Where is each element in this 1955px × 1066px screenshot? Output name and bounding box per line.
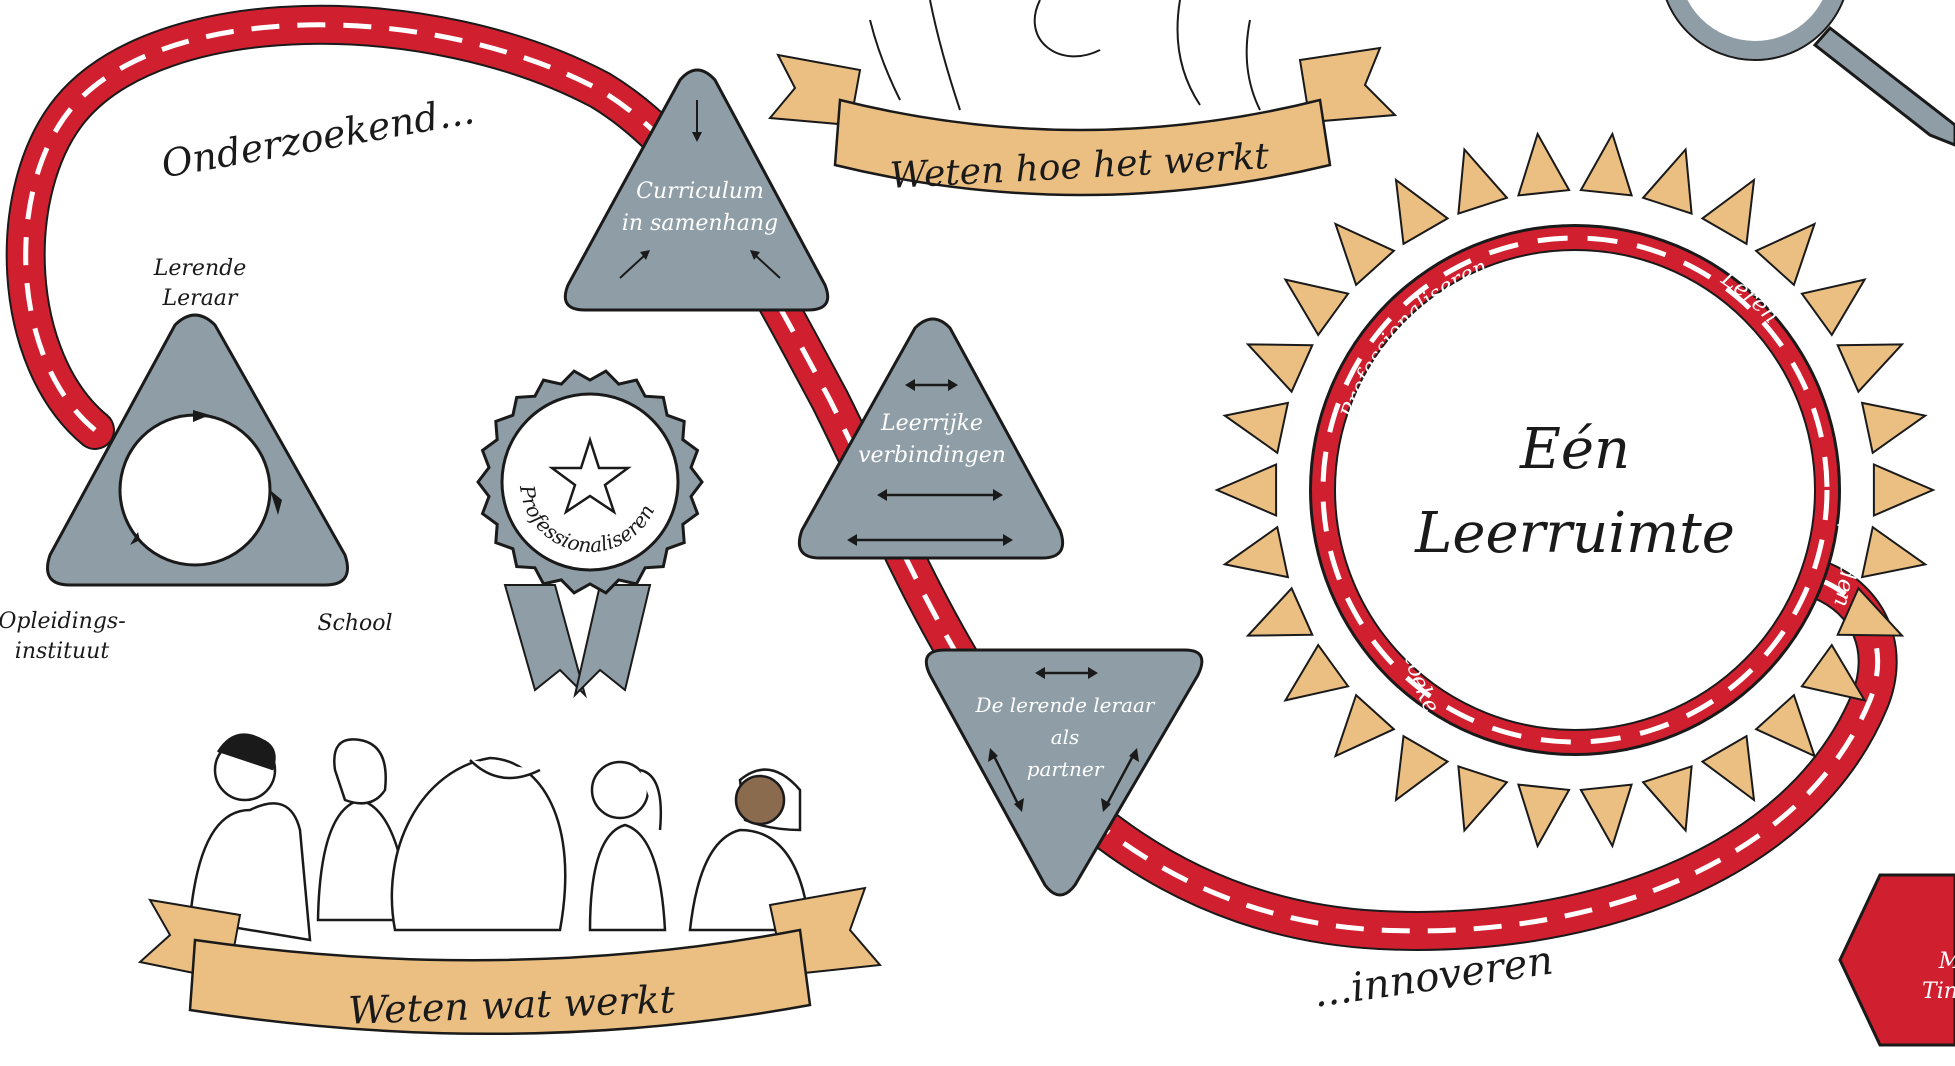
learning-space-title-line2: Leerruimte <box>1414 501 1735 566</box>
people-group <box>188 733 812 942</box>
sun-ray <box>1283 278 1350 337</box>
sun-ray <box>1457 764 1509 833</box>
sun-ray <box>1394 177 1450 246</box>
curriculum-label-line1: Curriculum <box>636 179 764 204</box>
corner-badge <box>1838 873 1955 1047</box>
connections-label-line2: verbindingen <box>858 443 1006 468</box>
sun-ray <box>1457 147 1509 216</box>
cycle-label-right: School <box>317 611 392 636</box>
sun-ray <box>1860 401 1928 455</box>
sun-ray <box>1800 278 1867 337</box>
partner-label-line1: De lerende leraar <box>975 693 1156 717</box>
sun-ray <box>1579 783 1634 849</box>
sun-ray <box>1333 693 1396 758</box>
sun-ray <box>1700 177 1756 246</box>
curriculum-label-line2: in samenhang <box>622 211 778 236</box>
corner-badge-line1: M <box>1938 949 1955 974</box>
sun-ray <box>1214 462 1278 518</box>
connections-triangle <box>797 317 1065 560</box>
sun-ray <box>1245 343 1314 394</box>
sun-ray <box>1641 147 1693 216</box>
sun-ray <box>1700 734 1756 803</box>
sun-ray <box>1860 525 1928 579</box>
sun-ray <box>1872 462 1936 518</box>
sun-ray <box>1283 643 1350 702</box>
sun-ray <box>1754 222 1817 287</box>
sun-rays <box>1214 131 1936 849</box>
sun-ray <box>1516 131 1571 197</box>
learning-space-title-line1: Eén <box>1519 417 1630 482</box>
sun-ray <box>1516 783 1571 849</box>
partner-label-line2: als <box>1051 725 1080 749</box>
curriculum-triangle <box>563 68 830 312</box>
sun-ray <box>1222 401 1290 455</box>
rosette-badge <box>476 369 704 699</box>
partner-label-line3: partner <box>1027 757 1105 781</box>
sun-ray <box>1579 131 1634 197</box>
sun-ray <box>1394 734 1450 803</box>
road-label-start: Onderzoekend... <box>158 88 477 186</box>
cycle-label-top-line1: Lerende <box>153 256 246 281</box>
sun-ray <box>1836 586 1905 637</box>
sun-ray <box>1754 693 1817 758</box>
sun-ray <box>1641 764 1693 833</box>
sun-ray <box>1333 222 1396 287</box>
sun-ray <box>1222 525 1290 579</box>
partner-triangle <box>924 648 1204 897</box>
sun-ray <box>1800 643 1867 702</box>
banner-bottom <box>137 886 882 1036</box>
cycle-label-left-line2: instituut <box>15 639 110 664</box>
banner-top <box>768 0 1398 197</box>
connections-label-line1: Leerrijke <box>880 411 983 436</box>
cycle-triangle <box>46 313 349 587</box>
cycle-label-left-line1: Opleidings- <box>0 609 126 634</box>
corner-badge-line2: Tin <box>1922 979 1955 1004</box>
magnifier-icon <box>1665 0 1955 147</box>
sun-ray <box>1245 586 1314 637</box>
learning-space-ring <box>1309 224 1841 756</box>
sun-ray <box>1836 343 1905 394</box>
cycle-label-top-line2: Leraar <box>162 286 239 311</box>
